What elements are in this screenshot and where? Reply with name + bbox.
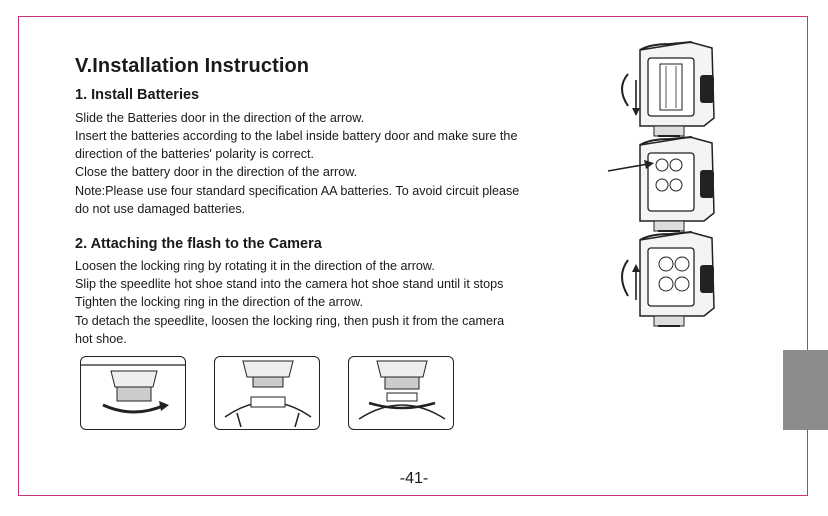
section-attach-flash-heading: 2. Attaching the flash to the Camera bbox=[75, 236, 322, 252]
arrow-up-icon bbox=[632, 264, 640, 300]
flash-step-1 bbox=[639, 41, 715, 137]
section-install-batteries-heading: 1. Install Batteries bbox=[75, 87, 200, 103]
instruction-line: direction of the batteries' polarity is … bbox=[75, 147, 314, 161]
slip-hotshoe-illustration bbox=[214, 356, 320, 430]
instruction-line: Note:Please use four standard specificat… bbox=[75, 184, 520, 198]
tighten-ring-illustration bbox=[348, 356, 454, 430]
loosen-ring-illustration bbox=[80, 356, 186, 430]
rotate-arrow-icon bbox=[621, 259, 629, 297]
arrow-down-icon bbox=[632, 80, 640, 116]
instruction-line: Tighten the locking ring in the directio… bbox=[75, 295, 363, 309]
flash-step-2 bbox=[639, 136, 715, 232]
instruction-line: Slide the Batteries door in the directio… bbox=[75, 111, 365, 125]
flash-step-3 bbox=[639, 231, 715, 327]
rotate-arrow-icon bbox=[159, 401, 169, 411]
arrow-right-icon bbox=[607, 160, 654, 172]
page-title: V.Installation Instruction bbox=[75, 55, 310, 77]
battery-installation-illustration bbox=[607, 41, 715, 327]
page-number: -41- bbox=[399, 470, 429, 487]
side-tab bbox=[783, 350, 828, 430]
instruction-line: Loosen the locking ring by rotating it i… bbox=[75, 259, 435, 273]
instruction-line: Slip the speedlite hot shoe stand into t… bbox=[75, 277, 504, 291]
rotate-arrow-icon bbox=[621, 73, 629, 107]
instruction-line: hot shoe. bbox=[75, 332, 127, 346]
page-frame bbox=[18, 16, 808, 496]
instruction-line: Close the battery door in the direction … bbox=[75, 165, 358, 179]
instruction-line: To detach the speedlite, loosen the lock… bbox=[75, 314, 505, 328]
instruction-line: do not use damaged batteries. bbox=[75, 202, 246, 216]
instruction-line: Insert the batteries according to the la… bbox=[75, 129, 518, 143]
